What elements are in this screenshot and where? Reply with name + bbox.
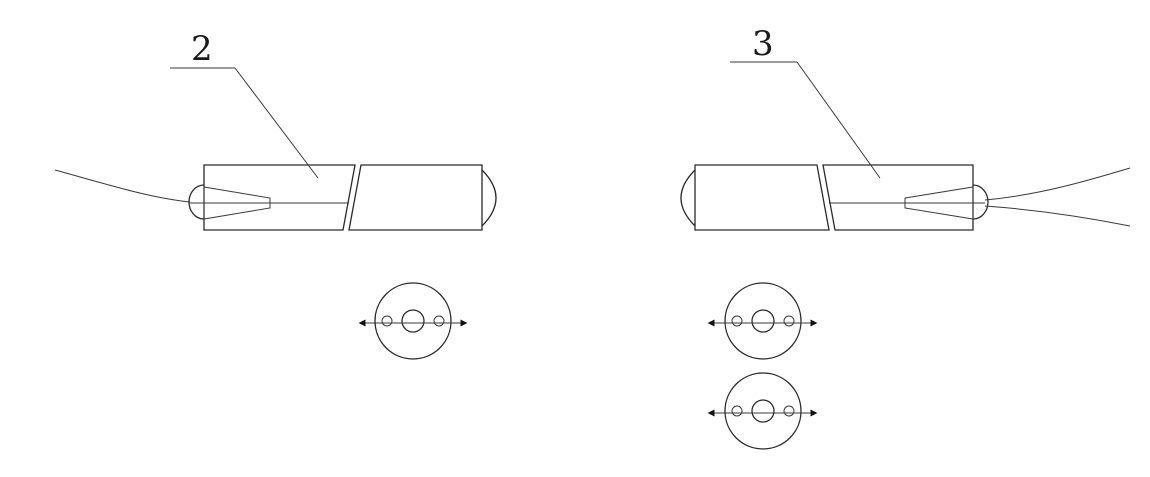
label-3-group: 3 — [730, 24, 881, 179]
left-ferrule-assembly — [54, 164, 497, 231]
stress-rod-right — [783, 315, 795, 327]
left-input-fiber — [54, 169, 191, 203]
right-end-face-view-lower — [707, 372, 818, 450]
right-fiber-cap — [972, 184, 989, 220]
left-end-face-view — [358, 282, 468, 360]
stress-rod-right — [433, 315, 445, 327]
right-ferrule-assembly — [680, 164, 1131, 231]
end-face-outline — [724, 372, 802, 450]
label-2-leader — [234, 67, 319, 179]
right-end-face-view-upper — [707, 282, 818, 360]
label-3-leader — [796, 61, 881, 179]
end-face-outline — [724, 282, 802, 360]
label-3: 3 — [752, 24, 774, 64]
left-output-dome — [481, 169, 497, 227]
stress-rod-left — [731, 315, 743, 327]
label-2: 2 — [191, 29, 213, 69]
stress-rod-right — [783, 405, 795, 417]
right-ferrule-body — [822, 164, 974, 231]
left-mating-body — [348, 164, 483, 231]
end-face-outline — [374, 282, 452, 360]
right-input-dome — [680, 169, 696, 227]
left-ferrule-body — [203, 164, 356, 231]
left-fiber-cap — [188, 184, 205, 220]
label-2-group: 2 — [170, 29, 319, 179]
stress-rod-left — [731, 405, 743, 417]
stress-rod-left — [381, 315, 393, 327]
left-taper-guide — [203, 186, 271, 220]
right-mating-body — [694, 164, 830, 231]
right-output-fiber-lower — [984, 205, 1131, 227]
right-output-fiber-upper — [984, 167, 1131, 201]
end-face-core — [751, 309, 775, 333]
end-face-core — [751, 399, 775, 423]
end-face-core — [401, 309, 425, 333]
